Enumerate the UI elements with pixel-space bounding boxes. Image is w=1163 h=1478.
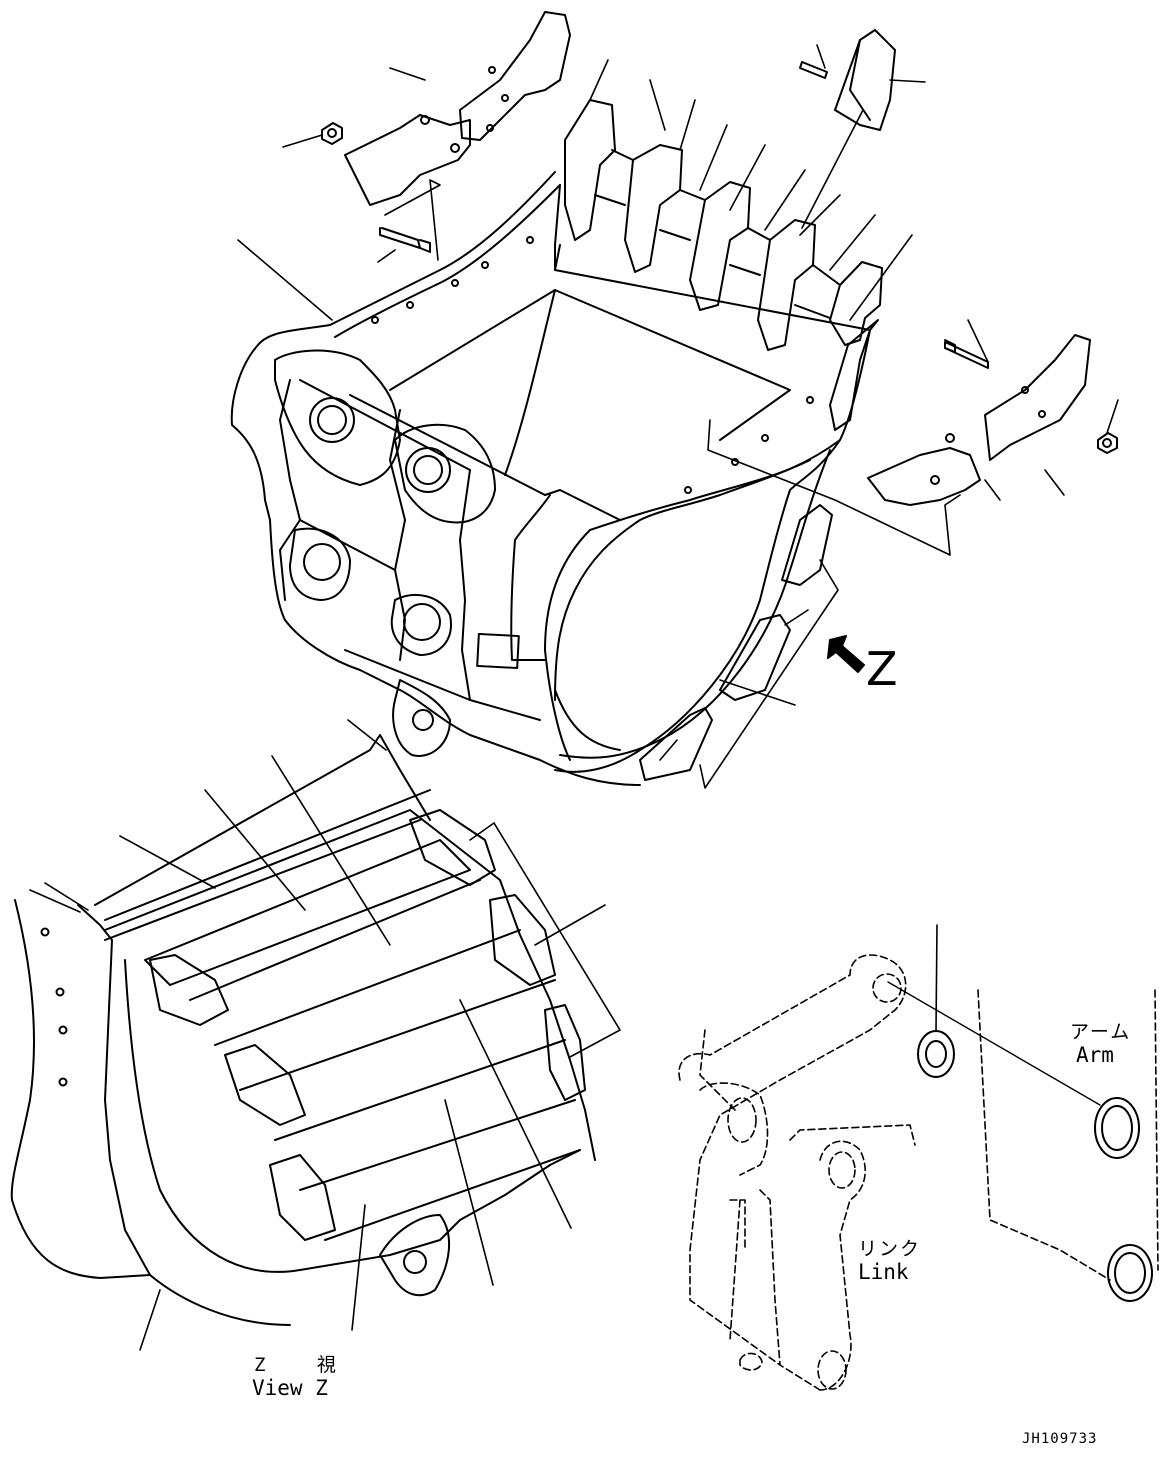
arm-link-assembly [678,954,916,1391]
leader-lines [29,44,1119,1351]
view-z-arrow [827,635,865,673]
link-label-japanese: リンク [858,1238,922,1260]
drawing-number: JH109733 [1022,1431,1098,1447]
link-label-english: Link [858,1260,909,1284]
shim-washer [917,1030,955,1078]
view-z-bucket [10,734,596,1326]
view-z-marker-label: Z [866,642,898,696]
side-cutter-right [867,334,1091,506]
arm-label-japanese: アーム [1070,1021,1132,1043]
hardware-bolts-nuts [321,61,1118,454]
arm-label-english: Arm [1076,1043,1114,1067]
arm-pin-bushings [887,981,1153,1302]
side-cutter-left [344,11,571,206]
view-z-label-japanese: Z 視 [254,1354,356,1376]
bucket-assembly [230,99,883,786]
view-z-label-english: View Z [252,1376,328,1400]
tooth-detail [834,29,896,131]
